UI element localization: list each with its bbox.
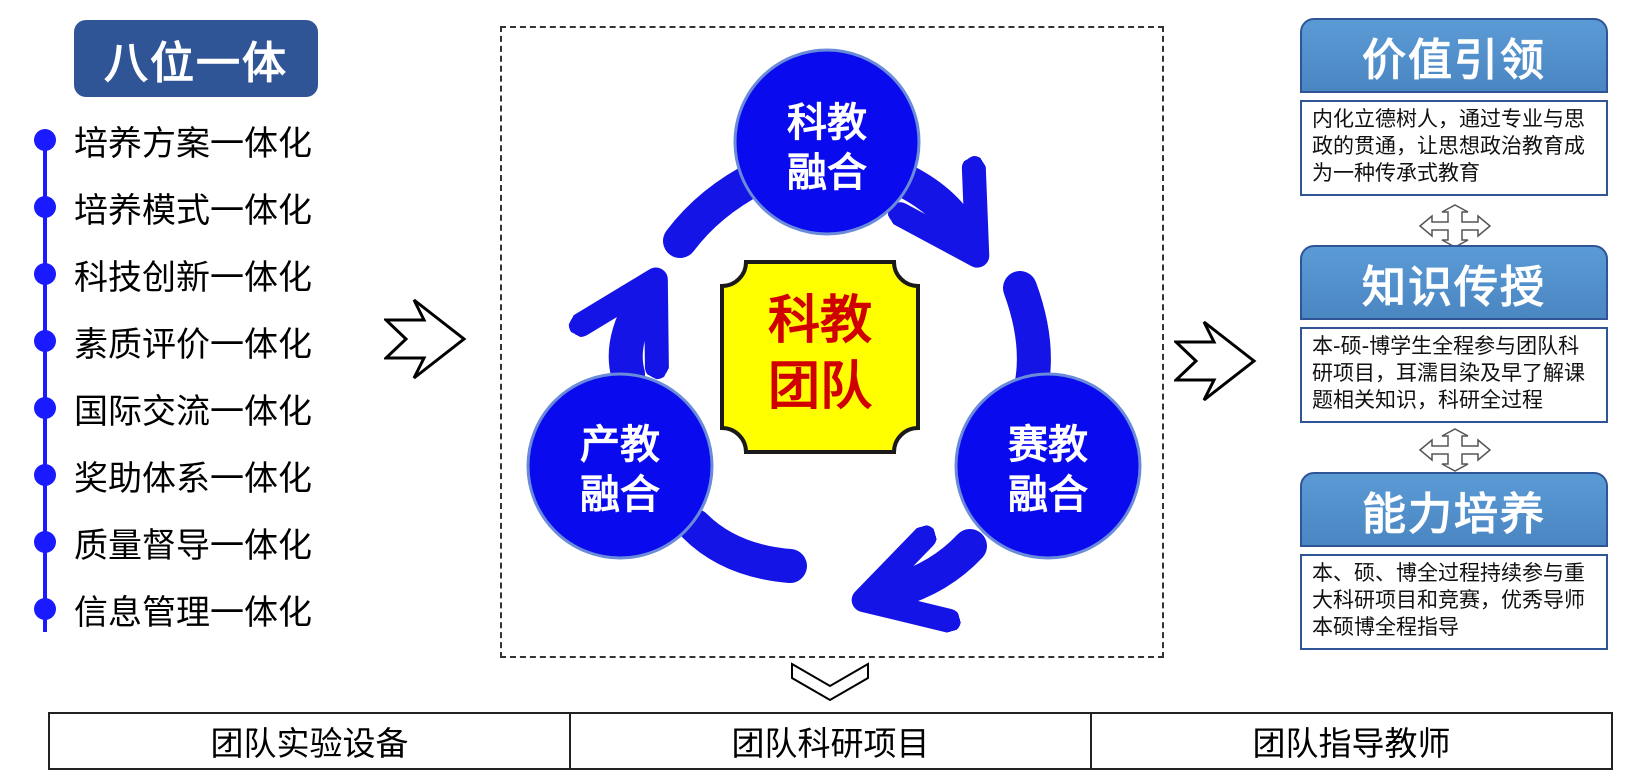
bullet-dot (34, 263, 56, 285)
bottom-cell: 团队科研项目 (569, 714, 1090, 768)
circle-label: 产教 (580, 422, 660, 468)
section-head-ability: 能力培养 (1300, 472, 1608, 547)
circle-label: 科教 (787, 100, 867, 146)
down-arrow-icon (791, 662, 869, 702)
left-timeline-line (43, 138, 47, 632)
left-item-label: 培养模式一体化 (74, 190, 312, 231)
section-desc-value: 内化立德树人，通过专业与思政的贯通，让思想政治教育成为一种传承式教育 (1300, 100, 1608, 196)
bullet-dot (34, 464, 56, 486)
bullet-dot (34, 397, 56, 419)
left-item-label: 科技创新一体化 (74, 257, 312, 298)
left-title: 八位一体 (74, 20, 318, 97)
cycle-arrow (626, 308, 640, 391)
section-head-knowledge: 知识传授 (1300, 245, 1608, 320)
left-item-label: 素质评价一体化 (74, 324, 312, 365)
left-item: 科技创新一体化 (34, 254, 312, 298)
circle-label: 融合 (1008, 472, 1088, 518)
left-item: 国际交流一体化 (34, 388, 312, 432)
left-item: 培养方案一体化 (34, 120, 312, 164)
center-dashed-frame (500, 26, 1164, 658)
left-item-label: 质量督导一体化 (74, 525, 312, 566)
left-item: 奖助体系一体化 (34, 455, 312, 499)
fusion-cycle-diagram: 科教 融合 赛教 融合 产教 融合 科教 团队 (526, 48, 1142, 658)
core-label: 团队 (768, 357, 873, 417)
left-item-label: 奖助体系一体化 (74, 458, 312, 499)
left-item: 信息管理一体化 (34, 589, 312, 633)
circle-science-education (733, 48, 921, 236)
circle-competition-education (954, 372, 1142, 560)
left-item-label: 信息管理一体化 (74, 592, 312, 633)
right-arrow-icon (384, 298, 467, 380)
bottom-resource-bar: 团队实验设备 团队科研项目 团队指导教师 (48, 712, 1613, 770)
cycle-arrow (678, 509, 807, 583)
circle-industry-education (526, 372, 714, 560)
core-label: 科教 (768, 291, 872, 351)
bullet-dot (34, 598, 56, 620)
section-desc-knowledge: 本-硕-博学生全程参与团队科研项目，耳濡目染及早了解课题相关知识，科研全过程 (1300, 327, 1608, 423)
section-desc-ability: 本、硕、博全过程持续参与重大科研项目和竞赛，优秀导师本硕博全程指导 (1300, 554, 1608, 650)
bullet-dot (34, 531, 56, 553)
bidirectional-arrow-icon (1418, 428, 1492, 472)
section-head-value: 价值引领 (1300, 18, 1608, 93)
bullet-dot (34, 196, 56, 218)
circle-label: 赛教 (1008, 422, 1088, 468)
cycle-arrow (895, 546, 987, 591)
left-item-label: 国际交流一体化 (74, 391, 312, 432)
left-item: 素质评价一体化 (34, 321, 312, 365)
bottom-cell: 团队指导教师 (1090, 714, 1611, 768)
left-item: 质量督导一体化 (34, 522, 312, 566)
right-arrow-icon (1174, 320, 1257, 402)
core-team-shape (720, 260, 920, 454)
left-item-label: 培养方案一体化 (74, 123, 312, 164)
bottom-cell: 团队实验设备 (210, 724, 409, 763)
left-item: 培养模式一体化 (34, 187, 312, 231)
bullet-dot (34, 330, 56, 352)
bullet-dot (34, 129, 56, 151)
bidirectional-arrow-icon (1418, 204, 1492, 248)
circle-label: 融合 (580, 472, 660, 518)
circle-label: 融合 (787, 150, 867, 196)
